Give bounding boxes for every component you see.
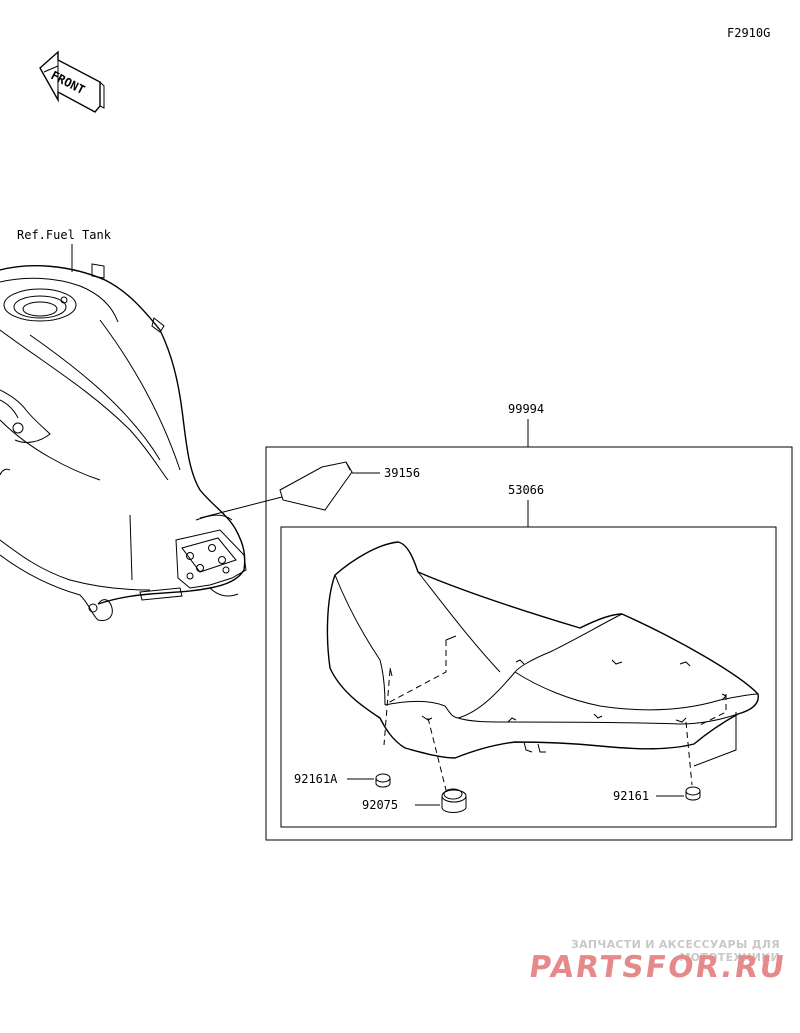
- dash-line-front-a: [385, 640, 447, 705]
- watermark-tagline: ЗАПЧАСТИ И АКСЕССУАРЫ ДЛЯ МОТОТЕХНИКИ: [570, 938, 780, 964]
- fuel-tank-drawing: [0, 263, 247, 621]
- label-pad: 39156: [384, 466, 420, 480]
- diagram-code: F2910G: [727, 26, 770, 40]
- label-damper: 92161: [613, 789, 649, 803]
- dash-line-front-b: [383, 669, 391, 746]
- assembly-box-outer: [265, 446, 793, 841]
- label-damper-a: 92161A: [294, 772, 338, 786]
- dash-line-bush: [427, 717, 447, 791]
- dash-line-rear-c: [693, 712, 737, 767]
- ref-fuel-tank-label: Ref.Fuel Tank: [17, 228, 112, 242]
- label-seat: 53066: [508, 483, 544, 497]
- damper-92161a: 92161A: [294, 772, 391, 788]
- dash-line-rear-a: [699, 694, 727, 726]
- label-seat-assembly: 99994: [508, 402, 544, 416]
- label-bush: 92075: [362, 798, 398, 812]
- pad-39156: 39156: [199, 461, 420, 519]
- bush-92075: 92075: [362, 788, 467, 813]
- assembly-box-inner: [280, 526, 777, 828]
- watermark-brand: PARTSFOR.RU: [526, 950, 789, 985]
- damper-92161: 92161: [613, 786, 701, 803]
- front-arrow-icon: FRONT: [39, 50, 105, 113]
- seat-drawing: [326, 541, 759, 759]
- dash-line-rear-b: [685, 721, 693, 786]
